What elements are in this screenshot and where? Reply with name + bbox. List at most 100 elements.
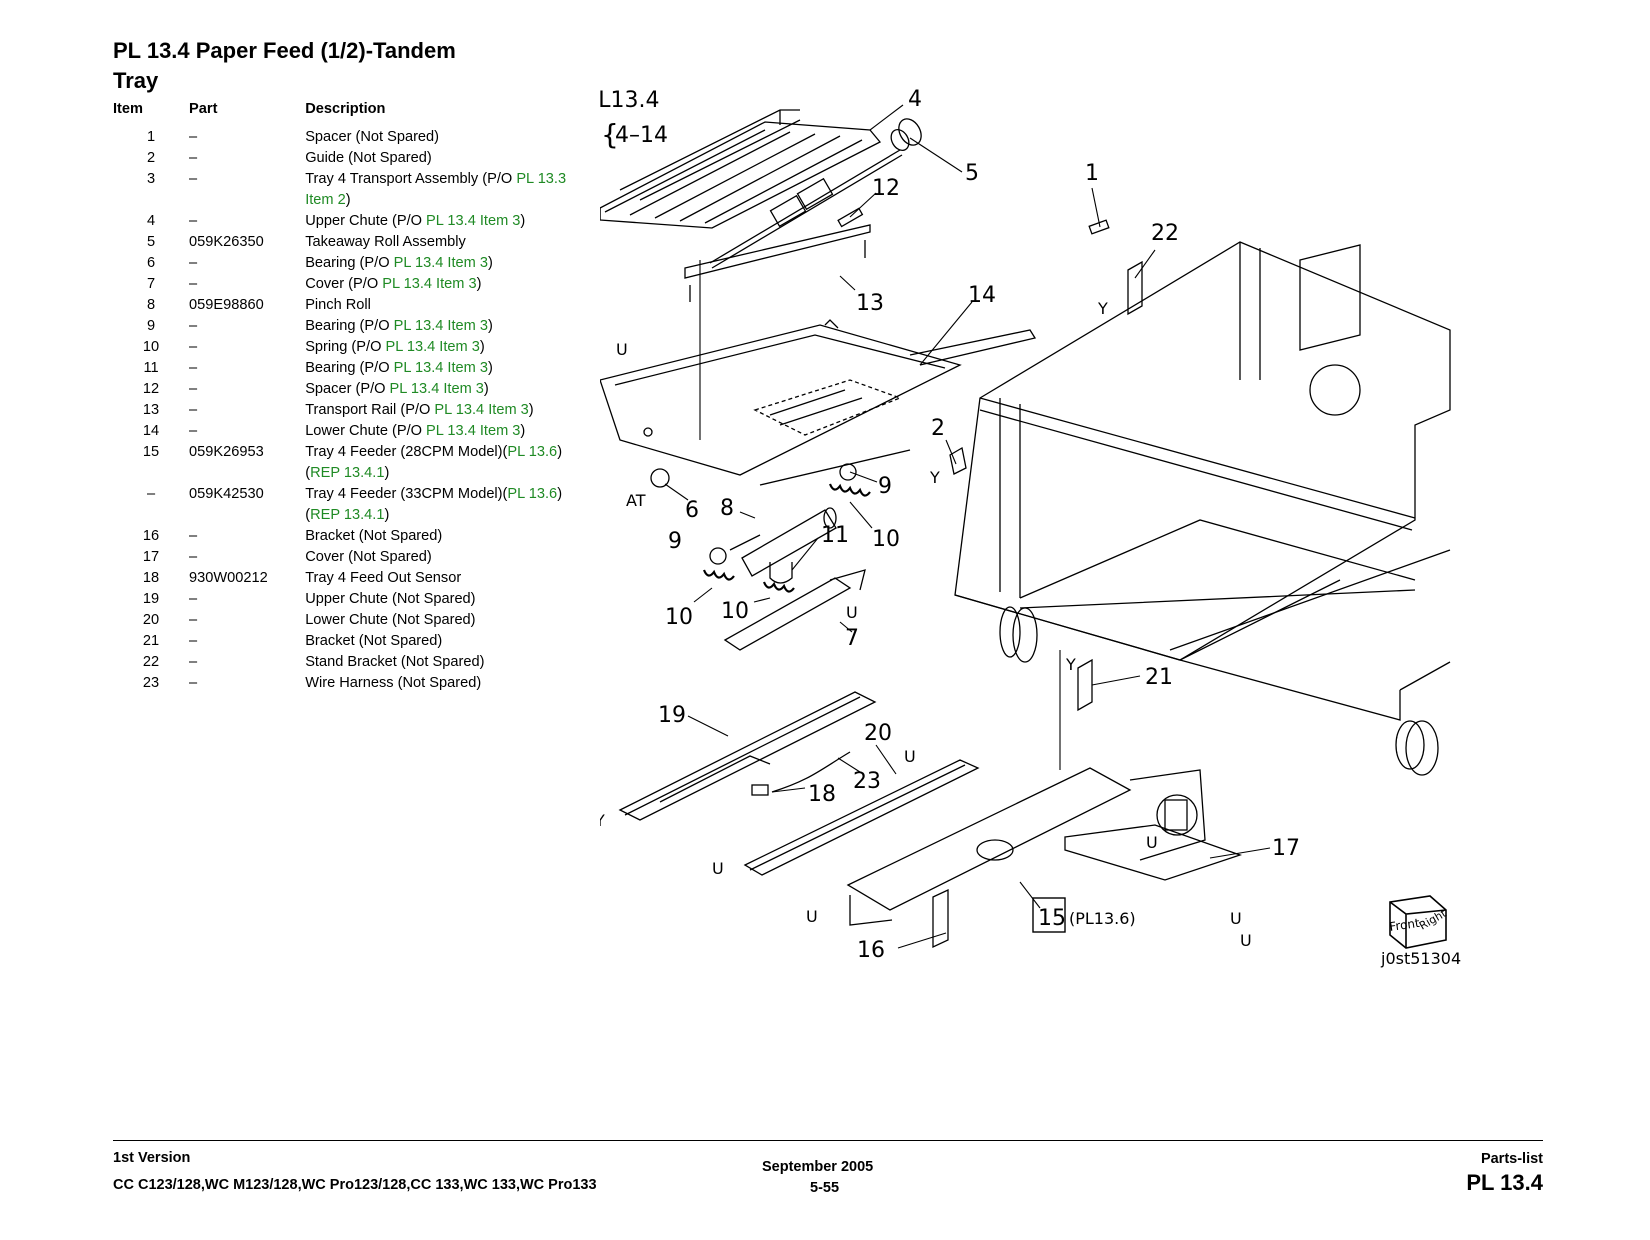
description-text: Takeaway Roll Assembly — [305, 234, 466, 250]
item-number-cell: 17 — [142, 549, 160, 565]
item-number-cell: 14 — [142, 423, 160, 439]
item-number-cell: 15 — [142, 444, 160, 460]
description-cell: Spacer (Not Spared) — [305, 127, 593, 148]
item-number-cell: 6 — [146, 255, 156, 271]
description-text: Tray 4 Feeder (33CPM Model)( — [305, 486, 508, 502]
table-row: 3–Tray 4 Transport Assembly (P/O PL 13.3… — [113, 169, 593, 211]
upper-chute-illustration — [600, 109, 882, 229]
description-cell: Tray 4 Feeder (33CPM Model)(PL 13.6) (RE… — [305, 484, 593, 526]
callout-13: 13 — [856, 291, 884, 316]
description-text: Tray 4 Feed Out Sensor — [305, 570, 462, 586]
description-cell: Tray 4 Transport Assembly (P/O PL 13.3 I… — [305, 169, 593, 211]
group-brace: { — [601, 118, 619, 151]
description-cell: Lower Chute (Not Spared) — [305, 610, 593, 631]
table-row: 2–Guide (Not Spared) — [113, 148, 593, 169]
feeder-ref: (PL13.6) — [1069, 909, 1136, 928]
callout-11: 11 — [821, 523, 849, 548]
description-cell: Bracket (Not Spared) — [305, 526, 593, 547]
description-text: Spacer (Not Spared) — [305, 129, 440, 145]
item-number-cell: 23 — [142, 675, 160, 691]
description-cell: Spacer (P/O PL 13.4 Item 3) — [305, 379, 593, 400]
cross-reference-link[interactable]: PL 13.4 Item 3 — [426, 213, 521, 229]
orientation-cube — [1389, 895, 1447, 949]
description-cell: Stand Bracket (Not Spared) — [305, 652, 593, 673]
item-number-cell: 1 — [146, 129, 156, 145]
repair-procedure-link[interactable]: REP 13.4.1 — [310, 465, 385, 481]
cross-reference-link[interactable]: PL 13.4 Item 3 — [393, 318, 488, 334]
callout-9-lower: 9 — [668, 529, 682, 554]
description-text: Upper Chute (P/O — [305, 213, 427, 229]
table-row: 7–Cover (P/O PL 13.4 Item 3) — [113, 274, 593, 295]
guide-2-illustration — [949, 446, 967, 475]
callout-23: 23 — [853, 769, 881, 794]
table-row: 13–Transport Rail (P/O PL 13.4 Item 3) — [113, 400, 593, 421]
footer-models: CC C123/128,WC M123/128,WC Pro123/128,CC… — [113, 1177, 597, 1193]
callout-15: 15 — [1038, 906, 1066, 931]
item-number-cell: 4 — [146, 213, 156, 229]
column-header-description: Description — [305, 101, 386, 117]
part-number-cell: – — [189, 276, 198, 292]
callout-14: 14 — [968, 283, 996, 308]
description-text: Spacer (P/O — [305, 381, 390, 397]
cross-reference-link[interactable]: PL 13.4 Item 3 — [385, 339, 480, 355]
item-number-cell: 2 — [146, 150, 156, 166]
column-header-item: Item — [113, 101, 144, 117]
item-number-cell: 8 — [146, 297, 156, 313]
cross-reference-link[interactable]: PL 13.4 Item 3 — [389, 381, 484, 397]
cross-reference-link[interactable]: PL 13.4 Item 3 — [393, 360, 488, 376]
part-number-cell: – — [189, 339, 198, 355]
description-cell: Spring (P/O PL 13.4 Item 3) — [305, 337, 593, 358]
description-suffix: ) — [476, 276, 482, 292]
description-cell: Bearing (P/O PL 13.4 Item 3) — [305, 316, 593, 337]
callout-7: 7 — [845, 626, 859, 651]
footer-date: September 2005 — [762, 1159, 874, 1175]
part-number-cell: – — [189, 402, 198, 418]
description-text: Bracket (Not Spared) — [305, 528, 443, 544]
bracket-16-illustration — [932, 888, 949, 949]
part-number-cell: – — [189, 612, 198, 628]
callout-18: 18 — [808, 782, 836, 807]
spacer-12-illustration — [837, 207, 864, 228]
description-cell: Wire Harness (Not Spared) — [305, 673, 593, 694]
letter-y-1: Y — [1097, 299, 1108, 318]
footer-section: Parts-list — [1480, 1151, 1543, 1167]
description-cell: Takeaway Roll Assembly — [305, 232, 593, 253]
footer-divider — [113, 1140, 1543, 1141]
cross-reference-link[interactable]: PL 13.4 Item 3 — [434, 402, 529, 418]
bearing-11-illustration — [769, 562, 793, 584]
part-number-cell: – — [189, 591, 198, 607]
lower-chute-illustration — [600, 319, 1037, 486]
callout-22: 22 — [1151, 221, 1179, 246]
bearing-9-upper-illustration — [839, 463, 857, 481]
item-number-cell: 22 — [142, 654, 160, 670]
cross-reference-link[interactable]: PL 13.6 — [507, 444, 558, 460]
group-range: 4–14 — [615, 123, 668, 148]
description-suffix: ) — [528, 402, 534, 418]
callout-10-left: 10 — [665, 605, 693, 630]
callout-21: 21 — [1145, 665, 1173, 690]
cross-reference-link[interactable]: PL 13.4 Item 3 — [426, 423, 521, 439]
letter-at: AT — [626, 491, 646, 510]
lower-chute-20-illustration — [743, 759, 980, 876]
description-cell: Tray 4 Feed Out Sensor — [305, 568, 593, 589]
letter-y-3: Y — [1065, 655, 1076, 674]
table-row: 10–Spring (P/O PL 13.4 Item 3) — [113, 337, 593, 358]
callout-1: 1 — [1085, 161, 1099, 186]
description-text: Bearing (P/O — [305, 318, 394, 334]
cross-reference-link[interactable]: PL 13.4 Item 3 — [393, 255, 488, 271]
table-row: 22–Stand Bracket (Not Spared) — [113, 652, 593, 673]
description-cell: Guide (Not Spared) — [305, 148, 593, 169]
cross-reference-link[interactable]: PL 13.4 Item 3 — [382, 276, 477, 292]
description-text: Cover (P/O — [305, 276, 383, 292]
cross-reference-link[interactable]: PL 13.6 — [507, 486, 558, 502]
part-number-cell: – — [189, 360, 198, 376]
cross-reference-link[interactable]: PL 13.3 Item 2 — [305, 171, 567, 208]
repair-procedure-link[interactable]: REP 13.4.1 — [310, 507, 385, 523]
cover-17-illustration — [1064, 824, 1243, 881]
item-number-cell: 18 — [142, 570, 160, 586]
item-number-cell: – — [146, 486, 156, 502]
table-row: 11–Bearing (P/O PL 13.4 Item 3) — [113, 358, 593, 379]
item-number-cell: 12 — [142, 381, 160, 397]
